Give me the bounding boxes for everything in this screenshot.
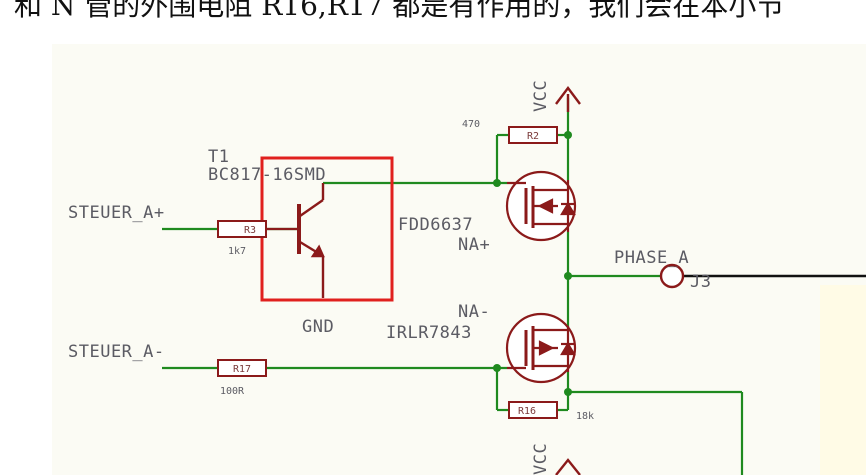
mosfet-p-diode [560,201,576,216]
junction-gate-n [493,364,501,372]
resistor-r16-ref: R16 [518,406,536,417]
resistor-r17: R17 [217,359,267,377]
vcc-top-label: VCC [531,80,551,112]
steuer-a-minus-label: STEUER_A- [68,342,165,362]
vcc-bottom-label: VCC [531,443,551,475]
junctions [493,131,572,396]
na-minus-label: NA- [458,302,490,322]
resistor-r2-ref: R2 [527,131,539,142]
r17-value-label: 100R [220,386,245,397]
vcc-top-arrow [555,86,581,105]
document-text: 和 N 管的外围电阻 R16,R17 都是有作用的，我们会在本小节 [14,0,785,22]
mosfet-p-arrow [537,198,554,214]
irlr-part-label: IRLR7843 [386,323,472,343]
na-plus-label: NA+ [458,235,490,255]
junction-phase [564,272,572,280]
t1-collector [299,199,324,217]
junction-gate-p [493,179,501,187]
resistor-r3: R3 [217,220,267,238]
r16-value-label: 18k [576,411,594,422]
mosfet-n-arrow [538,340,555,356]
resistor-r16: R16 [508,401,558,419]
steuer-a-plus-label: STEUER_A+ [68,203,165,223]
t1-part-label: BC817-16SMD [208,165,326,185]
junction-vcc-r2 [564,131,572,139]
gnd-label: GND [302,317,334,337]
resistor-r2: R2 [508,126,558,144]
r3-value-label: 1k7 [228,246,246,257]
junction-source-n [564,388,572,396]
r2-value-label: 470 [462,119,480,130]
vcc-arrows [555,86,581,475]
resistor-r17-ref: R17 [233,364,251,375]
mosfet-p [505,170,577,242]
mosfet-n [505,312,577,384]
mosfet-n-diode [560,341,576,356]
schematic-right-pad [820,285,866,475]
vcc-bottom-arrow [555,458,581,475]
j3-label: J3 [690,272,711,292]
t1-emitter-arrow [310,244,325,258]
fdd-part-label: FDD6637 [398,215,473,235]
phase-a-label: PHASE_A [614,248,689,268]
resistor-r3-ref: R3 [244,225,256,236]
phase-a-connector [659,263,685,289]
t1-ref-label: T1 [208,147,229,167]
wires [162,98,744,475]
schematic-panel [52,44,866,475]
